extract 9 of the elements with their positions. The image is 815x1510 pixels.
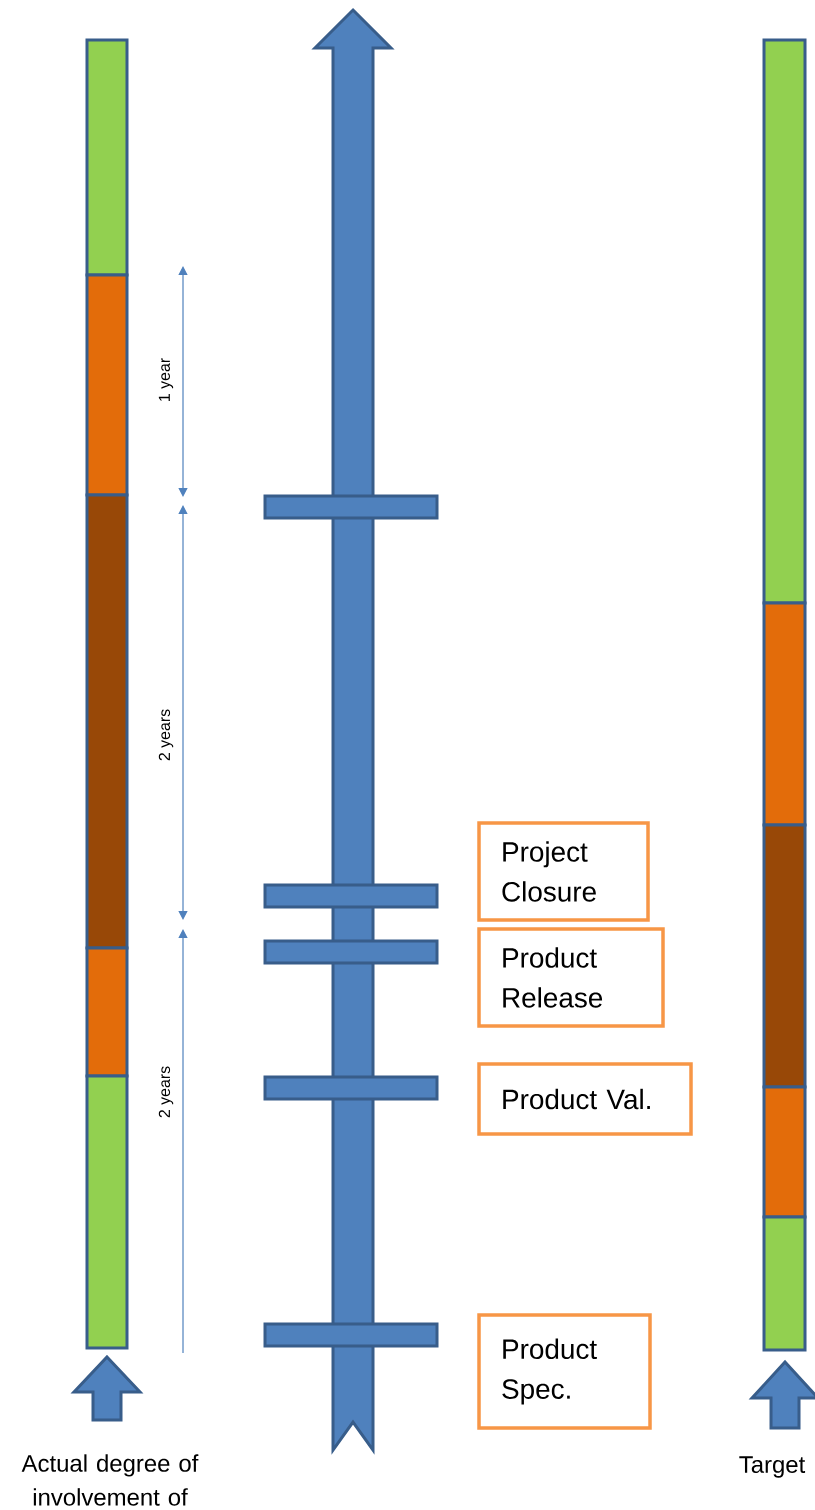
duration-label: 2 years bbox=[158, 1066, 174, 1118]
caption: Actual degree of involvement of bbox=[21, 1454, 199, 1506]
duration-label: 2 years bbox=[158, 709, 174, 761]
duration-label: 1 year bbox=[158, 358, 174, 401]
milestone-box: Product Spec. bbox=[477, 1313, 652, 1430]
milestone-box: Product Val. bbox=[477, 1062, 693, 1136]
milestone-box: Project Closure bbox=[477, 821, 650, 922]
caption: Target bbox=[739, 1456, 806, 1478]
milestone-box: Product Release bbox=[477, 927, 665, 1028]
